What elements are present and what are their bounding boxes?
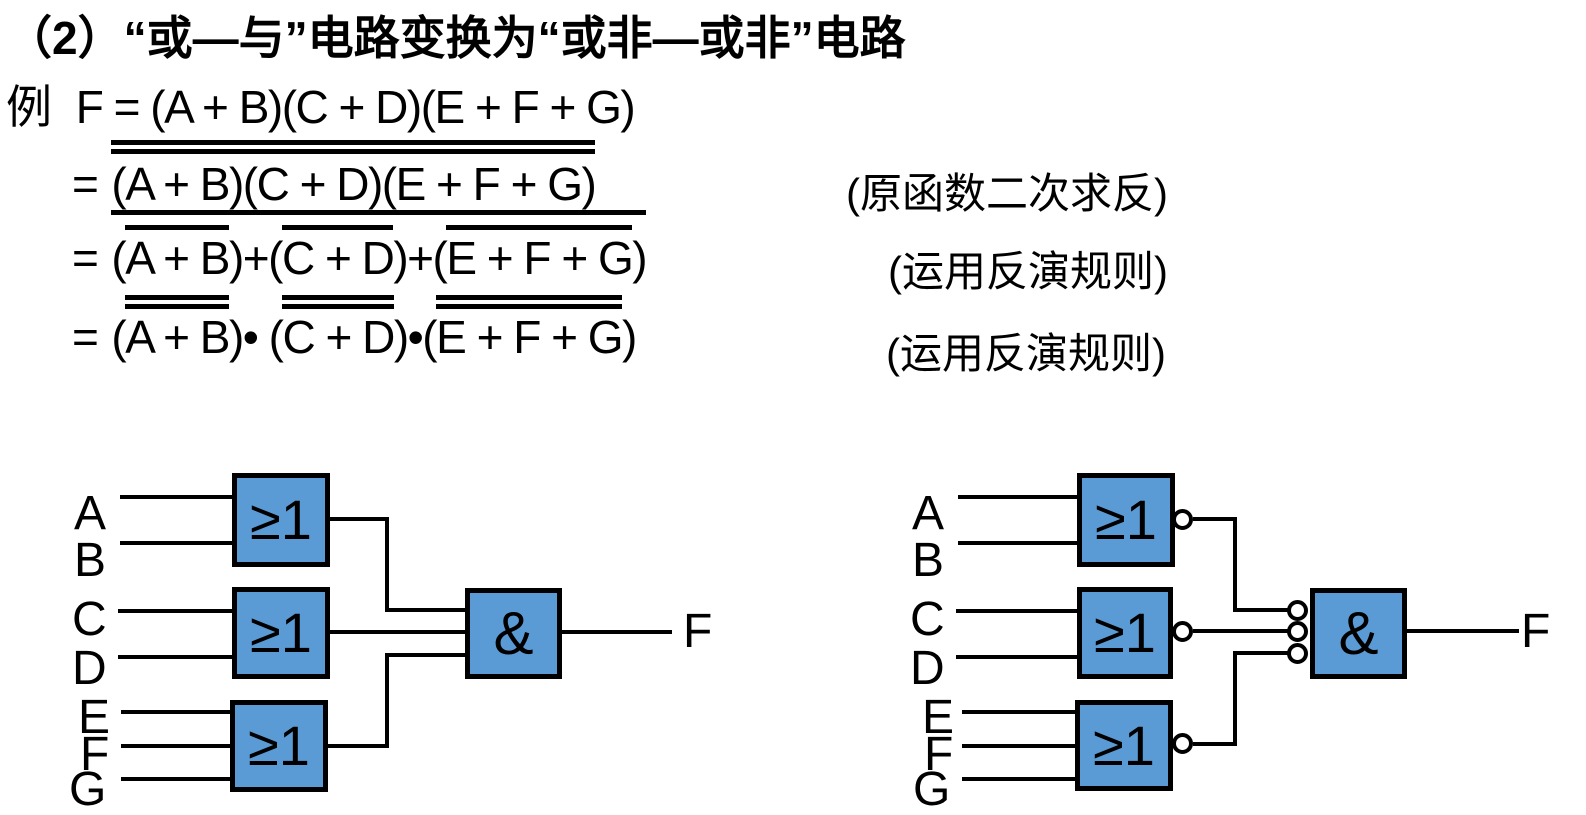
input-label-d: D <box>910 642 945 695</box>
derivation-note-3: (运用反演规则) <box>886 330 1166 377</box>
wire-output <box>1407 629 1519 633</box>
wire-input-d <box>118 655 232 659</box>
input-label-a: A <box>912 487 945 540</box>
or-gate-label: ≥1 <box>250 488 312 551</box>
inversion-bubble-and-in2 <box>1287 621 1308 642</box>
or-gate-label: ≥1 <box>1094 601 1156 664</box>
input-label-f: F <box>924 728 954 781</box>
input-label-g: G <box>69 763 107 815</box>
slide-title: （2）“或—与”电路变换为“或非—或非”电路 <box>6 12 906 64</box>
paren: ) <box>622 311 637 363</box>
equation-2-body: (A + B)(C + D)(E + F + G) <box>111 158 596 210</box>
and-gate-label: & <box>1338 599 1379 667</box>
nor-group-cd: C + D <box>282 304 395 363</box>
wire-input-f <box>121 744 230 748</box>
wire-input-c <box>118 609 232 613</box>
or-gate-label: ≥1 <box>250 601 312 664</box>
wire-or3-rise <box>385 653 389 748</box>
paren: ( <box>111 232 126 284</box>
plus-join: )+( <box>228 232 284 284</box>
wire-input-d <box>956 655 1077 659</box>
output-label-f: F <box>683 605 713 658</box>
wire-input-b <box>958 541 1077 545</box>
wire-input-a <box>120 495 232 499</box>
nor-gate-3: ≥1 <box>1075 700 1173 791</box>
input-label-g: G <box>913 763 951 815</box>
and-gate-label: & <box>493 599 534 667</box>
not-group-cd: C + D <box>281 225 395 284</box>
inversion-bubble-nor3 <box>1172 733 1193 754</box>
inversion-bubble-nor2 <box>1172 621 1193 642</box>
wire-or2-out <box>326 630 465 634</box>
wire-and-in3 <box>385 653 465 657</box>
input-label-b: B <box>912 534 945 587</box>
equals-sign: = <box>72 232 99 284</box>
input-label-e: E <box>922 691 955 744</box>
and-gate: & <box>1310 588 1407 679</box>
wire-input-a <box>958 495 1077 499</box>
inversion-bubble-and-in1 <box>1287 600 1308 621</box>
nor-group-ab: A + B <box>125 304 230 363</box>
wire-input-g <box>121 777 230 781</box>
paren: ) <box>632 232 647 284</box>
wire-nor1-out <box>1193 517 1237 521</box>
and-gate: & <box>465 588 562 679</box>
wire-and-in1 <box>385 608 465 612</box>
wire-input-b <box>120 541 232 545</box>
wire-input-e <box>121 710 230 714</box>
equation-row-3: =(A + B)+(C + D)+(E + F + G) <box>72 210 648 284</box>
wire-nor3-rise <box>1233 651 1237 746</box>
or-gate-3: ≥1 <box>230 700 328 792</box>
derivation-note-2: (运用反演规则) <box>888 248 1168 295</box>
nor-group-efg: E + F + G <box>436 304 624 363</box>
wire-and-in3 <box>1233 651 1288 655</box>
plus-join: )+( <box>393 232 448 284</box>
nor-gate-2: ≥1 <box>1077 587 1173 679</box>
equation-row-2: =(A + B)(C + D)(E + F + G) <box>72 140 597 210</box>
equation-row-1: 例 F = (A + B)(C + D)(E + F + G) <box>6 81 636 133</box>
input-label-c: C <box>910 593 945 646</box>
wire-nor3-out <box>1193 742 1237 746</box>
example-label: 例 <box>6 81 52 133</box>
output-label-f: F <box>1521 605 1551 658</box>
wire-or3-out <box>324 744 389 748</box>
or-gate-1: ≥1 <box>232 473 330 567</box>
nor-gate-1: ≥1 <box>1077 473 1175 567</box>
or-gate-2: ≥1 <box>232 587 330 679</box>
or-gate-label: ≥1 <box>248 714 310 777</box>
wire-nor2-out <box>1193 629 1288 633</box>
not-group-ab: A + B <box>125 225 230 284</box>
wire-input-f <box>962 744 1075 748</box>
wire-input-e <box>962 710 1075 714</box>
or-gate-label: ≥1 <box>1095 488 1157 551</box>
equals-sign: = <box>72 158 99 210</box>
equation-row-4: =(A + B)• (C + D)•(E + F + G) <box>72 295 637 363</box>
wire-nor1-drop <box>1233 517 1237 612</box>
inversion-bubble-nor1 <box>1172 509 1193 530</box>
wire-input-g <box>962 777 1075 781</box>
input-label-d: D <box>72 642 107 695</box>
inversion-bubble-and-in3 <box>1287 643 1308 664</box>
and-dot-join: )•( <box>393 311 438 363</box>
wire-and-in1 <box>1233 608 1288 612</box>
input-label-b: B <box>74 534 107 587</box>
derivation-note-1: (原函数二次求反) <box>846 170 1168 217</box>
and-dot-join: )• ( <box>228 311 284 363</box>
wire-or1-out <box>326 517 389 521</box>
input-label-f: F <box>80 728 110 781</box>
wire-or1-drop <box>385 517 389 612</box>
input-label-c: C <box>72 593 107 646</box>
paren: ( <box>111 311 126 363</box>
or-gate-label: ≥1 <box>1093 713 1155 777</box>
equals-sign: = <box>72 311 99 363</box>
input-label-e: E <box>78 691 111 744</box>
wire-output <box>558 630 672 634</box>
input-label-a: A <box>74 487 107 540</box>
equation-1-body: F = (A + B)(C + D)(E + F + G) <box>75 81 636 133</box>
wire-input-c <box>956 609 1077 613</box>
not-group-efg: E + F + G <box>446 225 634 284</box>
